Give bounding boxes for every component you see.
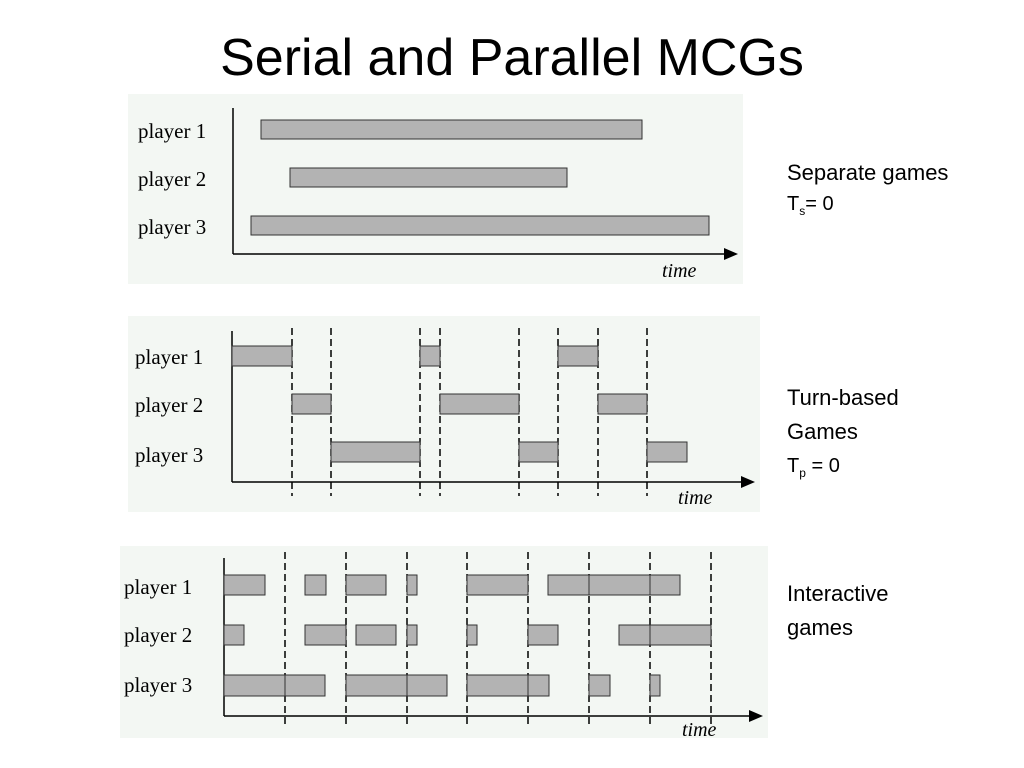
player-label: player 3 bbox=[124, 673, 192, 697]
activity-bar bbox=[223, 674, 326, 697]
interactive-games-svg: player 1 player 2 player 3 bbox=[124, 552, 763, 738]
activity-bar bbox=[597, 393, 648, 415]
caption-line: Ts= 0 bbox=[787, 190, 948, 225]
caption-line: games bbox=[787, 611, 889, 645]
activity-bar bbox=[345, 574, 387, 596]
caption-line: Turn-based bbox=[787, 381, 899, 415]
caption-text: Games bbox=[787, 419, 858, 444]
caption-text: T bbox=[787, 455, 800, 477]
activity-bar bbox=[304, 624, 347, 646]
activity-bar bbox=[466, 674, 550, 697]
caption-text: = 0 bbox=[805, 455, 840, 477]
activity-bar bbox=[618, 624, 712, 646]
activity-bar bbox=[355, 624, 397, 646]
caption-line: Tp = 0 bbox=[787, 449, 899, 490]
activity-bar bbox=[649, 674, 661, 697]
activity-bar bbox=[223, 624, 245, 646]
caption-text: Interactive bbox=[787, 581, 889, 606]
caption-text: games bbox=[787, 615, 854, 640]
caption-text: Turn-based bbox=[787, 385, 899, 410]
caption-subscript: s bbox=[799, 204, 806, 218]
activity-bar bbox=[588, 674, 611, 697]
player-label: player 1 bbox=[124, 575, 192, 599]
turn-based-games-svg: player 1 player 2 player 3 time bbox=[135, 328, 755, 509]
activity-bar bbox=[291, 393, 332, 415]
activity-bar bbox=[527, 624, 559, 646]
activity-bar bbox=[330, 441, 421, 463]
separate-games-diagram: player 1 player 2 player 3 time bbox=[128, 94, 743, 284]
axis-arrow bbox=[741, 476, 755, 488]
activity-bar bbox=[557, 345, 599, 367]
caption-text: T bbox=[787, 193, 800, 215]
player-label: player 3 bbox=[135, 443, 203, 467]
separate-games-caption: Separate games Ts= 0 bbox=[787, 156, 948, 225]
axis-arrow bbox=[749, 710, 763, 722]
activity-bar bbox=[406, 624, 418, 646]
player-label: player 1 bbox=[138, 119, 206, 143]
activity-bar bbox=[223, 574, 266, 596]
interactive-games-diagram: player 1 player 2 player 3 bbox=[120, 546, 768, 738]
turn-based-games-caption: Turn-based Games Tp = 0 bbox=[787, 381, 899, 490]
separate-games-svg: player 1 player 2 player 3 time bbox=[138, 108, 738, 282]
player-label: player 2 bbox=[135, 393, 203, 417]
caption-text: = 0 bbox=[805, 193, 834, 215]
slide-title: Serial and Parallel MCGs bbox=[220, 29, 804, 87]
player-label: player 1 bbox=[135, 345, 203, 369]
axis-arrow bbox=[724, 248, 738, 260]
activity-bar bbox=[231, 345, 293, 367]
caption-line: Separate games bbox=[787, 156, 948, 190]
activity-bar bbox=[439, 393, 520, 415]
time-label: time bbox=[662, 260, 697, 282]
caption-line: Games bbox=[787, 415, 899, 449]
activity-bar bbox=[547, 574, 681, 596]
caption-text: Separate games bbox=[787, 160, 949, 185]
player-label: player 3 bbox=[138, 215, 206, 239]
activity-bar bbox=[406, 574, 418, 596]
activity-bar bbox=[466, 574, 529, 596]
activity-bar bbox=[304, 574, 327, 596]
turn-based-games-diagram: player 1 player 2 player 3 time bbox=[128, 316, 760, 512]
activity-bar bbox=[518, 441, 559, 463]
time-label: time bbox=[678, 487, 713, 509]
activity-bar bbox=[260, 119, 643, 140]
activity-bar bbox=[345, 674, 448, 697]
activity-bar bbox=[646, 441, 688, 463]
activity-bar bbox=[289, 167, 568, 188]
time-label: time bbox=[682, 719, 717, 738]
caption-line: Interactive bbox=[787, 577, 889, 611]
activity-bar bbox=[250, 215, 710, 236]
player-label: player 2 bbox=[138, 167, 206, 191]
interactive-games-caption: Interactive games bbox=[787, 577, 889, 645]
activity-bar bbox=[419, 345, 441, 367]
activity-bar bbox=[466, 624, 478, 646]
player-label: player 2 bbox=[124, 623, 192, 647]
caption-subscript: p bbox=[799, 466, 806, 480]
